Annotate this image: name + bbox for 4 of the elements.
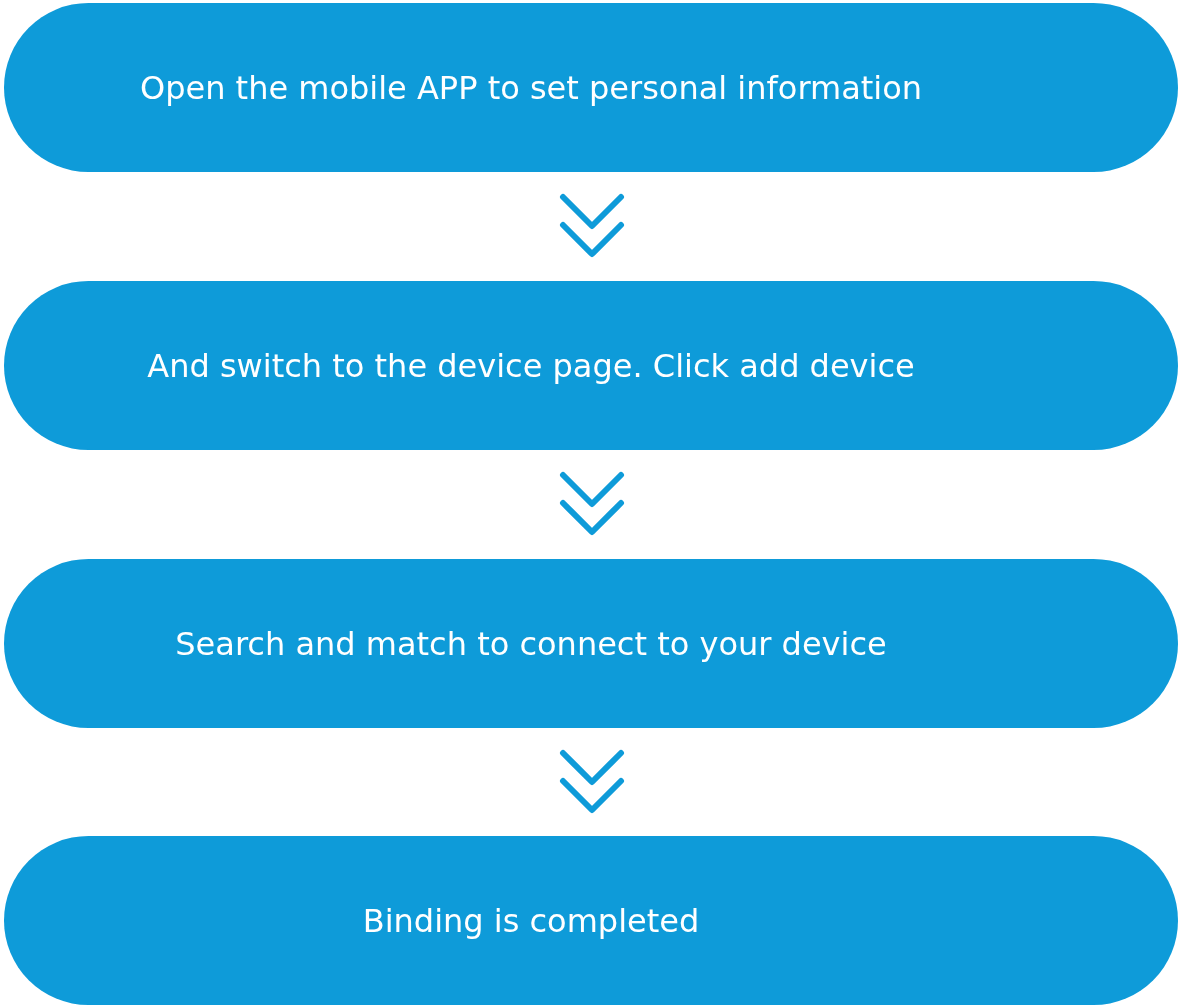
- step-text: Binding is completed: [362, 901, 700, 940]
- step-text: Search and match to connect to your device: [175, 624, 887, 663]
- step-text: And switch to the device page. Click add device: [147, 346, 915, 385]
- step-text: Open the mobile APP to set personal information: [139, 68, 923, 107]
